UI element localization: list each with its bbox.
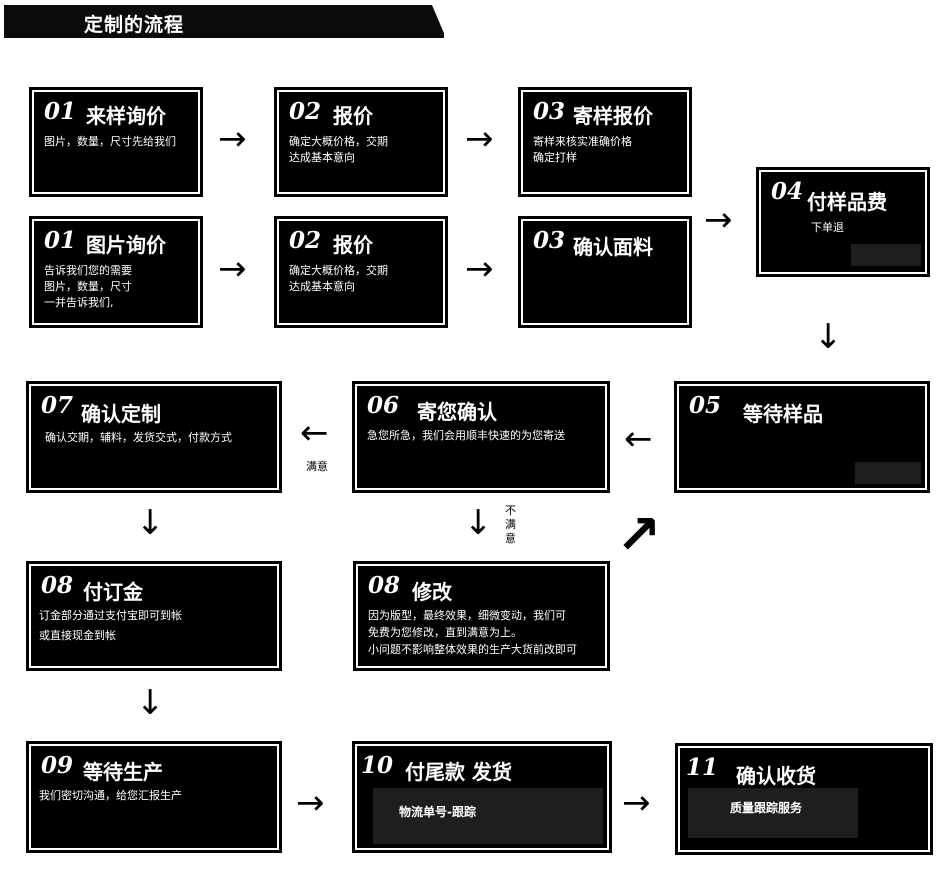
- unsatisfied-label: 意: [505, 532, 516, 545]
- step-desc-line: 下单退: [811, 221, 844, 234]
- step-title: 付尾款 发货: [405, 760, 512, 784]
- step-number: 03: [533, 227, 566, 254]
- step-title: 报价: [333, 104, 373, 128]
- step-title: 付样品费: [807, 190, 887, 214]
- step-desc-line: 确定打样: [533, 151, 577, 164]
- step-desc-line: 急您所急，我们会用顺丰快速的为您寄送: [367, 429, 565, 442]
- step-05-wait-sample: 05 等待样品: [676, 383, 928, 491]
- step-title: 确认定制: [81, 402, 161, 426]
- unsatisfied-label: 满: [505, 518, 516, 531]
- step-number: 04: [771, 178, 804, 205]
- step-title: 等待生产: [83, 760, 163, 784]
- step-desc-line: 确认交期，辅料，发货交式，付款方式: [45, 431, 232, 444]
- step-09-wait-production: 09 等待生产 我们密切沟通，给您汇报生产: [28, 743, 280, 851]
- step-01-sample-inquiry: 01 来样询价 图片，数量，尺寸先给我们: [31, 89, 201, 195]
- step-title: 寄样报价: [573, 104, 653, 128]
- step-title: 修改: [412, 580, 452, 604]
- step-desc-line: 确定大概价格，交期: [289, 264, 388, 277]
- step-06-mail-for-confirm: 06 寄您确认 急您所急，我们会用顺丰快速的为您寄送: [354, 383, 608, 491]
- step-title: 寄您确认: [417, 400, 497, 424]
- step-number: 07: [41, 392, 74, 419]
- step-desc-line: 寄样来核实准确价格: [533, 135, 632, 148]
- step-desc-line: 我们密切沟通，给您汇报生产: [39, 789, 182, 802]
- step-title: 报价: [333, 233, 373, 257]
- unsatisfied-label: 不: [505, 504, 516, 517]
- header-banner: 定制的流程: [4, 5, 446, 38]
- step-04-sample-fee: 04 付样品费 下单退: [758, 169, 928, 275]
- step-title: 来样询价: [86, 104, 166, 128]
- decorative-bar: [851, 244, 921, 266]
- decorative-bar: [373, 788, 603, 844]
- arrow-right-icon: →: [465, 119, 494, 159]
- step-desc-line: 一并告诉我们,: [44, 296, 114, 309]
- step-number: 03: [533, 98, 566, 125]
- step-number: 11: [686, 754, 719, 781]
- step-number: 10: [361, 752, 394, 779]
- arrow-down-icon: ↓: [136, 683, 165, 723]
- step-desc-line: 达成基本意向: [289, 151, 355, 164]
- arrow-diagonal-icon: ↗: [616, 503, 662, 566]
- step-title: 等待样品: [743, 402, 823, 426]
- step-number: 08: [368, 572, 401, 599]
- arrow-down-icon: ↓: [814, 317, 843, 357]
- step-number: 02: [289, 98, 322, 125]
- step-number: 01: [44, 98, 77, 125]
- arrow-left-icon: ←: [624, 419, 653, 459]
- step-03-confirm-fabric: 03 确认面料: [520, 218, 690, 326]
- step-01-image-inquiry: 01 图片询价 告诉我们您的需要 图片，数量，尺寸 一并告诉我们,: [31, 218, 201, 326]
- page-title: 定制的流程: [84, 14, 185, 36]
- step-03-mail-sample-quote: 03 寄样报价 寄样来核实准确价格 确定打样: [520, 89, 690, 195]
- step-desc-line: 达成基本意向: [289, 280, 355, 293]
- arrow-right-icon: →: [296, 783, 325, 823]
- step-desc-line: 确定大概价格，交期: [289, 135, 388, 148]
- satisfied-label: 满意: [306, 460, 328, 473]
- arrow-left-icon: ←: [300, 413, 329, 453]
- arrow-right-icon: →: [218, 119, 247, 159]
- arrow-right-icon: →: [704, 200, 733, 240]
- step-title: 图片询价: [86, 233, 166, 257]
- step-number: 01: [44, 227, 77, 254]
- step-desc-line: 图片，数量，尺寸: [44, 280, 132, 293]
- step-title: 确认面料: [573, 235, 653, 259]
- step-desc-line: 因为版型，最终效果，细微变动，我们可: [368, 609, 566, 622]
- step-number: 05: [689, 392, 722, 419]
- decorative-bar: [688, 788, 858, 838]
- step-desc-line: 小问题不影响整体效果的生产大货前改即可: [368, 643, 577, 656]
- step-desc-line: 质量跟踪服务: [730, 801, 803, 815]
- arrow-down-icon: ↓: [464, 503, 493, 543]
- step-number: 08: [41, 572, 74, 599]
- step-desc-line: 或直接现金到帐: [39, 629, 116, 642]
- arrow-down-icon: ↓: [136, 503, 165, 543]
- step-08-revise: 08 修改 因为版型，最终效果，细微变动，我们可 免费为您修改，直到满意为上。 …: [355, 563, 608, 669]
- step-07-confirm-order: 07 确认定制 确认交期，辅料，发货交式，付款方式: [28, 383, 280, 491]
- step-08-deposit: 08 付订金 订金部分通过支付宝即可到帐 或直接现金到帐: [28, 563, 280, 669]
- arrow-right-icon: →: [622, 783, 651, 823]
- arrow-right-icon: →: [218, 249, 247, 289]
- step-title: 付订金: [83, 580, 143, 604]
- decorative-bar: [855, 462, 921, 484]
- step-title: 确认收货: [736, 764, 816, 788]
- step-10-final-payment-ship: 10 付尾款 发货 物流单号-跟踪: [354, 743, 610, 851]
- step-desc-line: 告诉我们您的需要: [44, 264, 132, 277]
- step-11-confirm-receipt: 11 确认收货 质量跟踪服务: [677, 745, 931, 853]
- step-desc-line: 物流单号-跟踪: [399, 805, 476, 819]
- step-02-quote: 02 报价 确定大概价格，交期 达成基本意向: [276, 89, 446, 195]
- step-number: 06: [367, 392, 400, 419]
- step-desc-line: 免费为您修改，直到满意为上。: [368, 626, 522, 639]
- step-desc-line: 订金部分通过支付宝即可到帐: [39, 609, 182, 622]
- step-number: 09: [41, 752, 74, 779]
- step-02-quote-b: 02 报价 确定大概价格，交期 达成基本意向: [276, 218, 446, 326]
- arrow-right-icon: →: [465, 249, 494, 289]
- step-desc-line: 图片，数量，尺寸先给我们: [44, 135, 176, 148]
- step-number: 02: [289, 227, 322, 254]
